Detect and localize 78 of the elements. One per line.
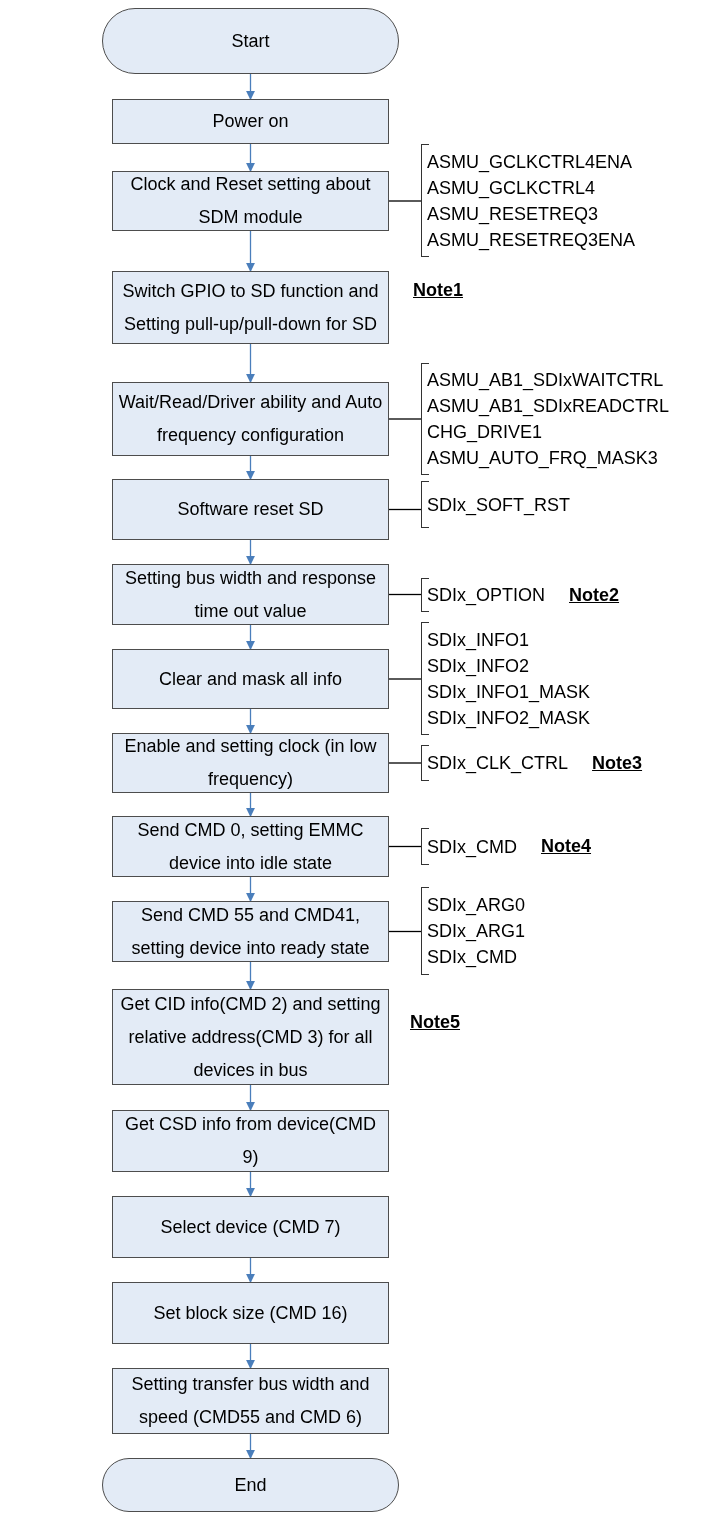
leader-line — [388, 418, 422, 420]
register-name: ASMU_AB1_SDIxWAITCTRL — [427, 369, 665, 393]
register-name: SDIx_INFO2_MASK — [427, 706, 591, 731]
process-box — [112, 1196, 389, 1258]
arrow — [246, 1171, 255, 1197]
note-reference: Note3 — [592, 751, 643, 775]
note-reference: Note4 — [541, 835, 592, 858]
register-name: ASMU_GCLKCTRL4 — [427, 176, 597, 201]
step-label: Enable and setting clock (in low frequency) — [123, 735, 378, 791]
step-label: Setting transfer bus width and speed (CMD55 and CMD 6) — [130, 1373, 371, 1429]
arrow — [246, 961, 255, 990]
process-box — [112, 816, 389, 877]
leader-line — [388, 593, 422, 596]
step-label: End — [234, 1473, 267, 1497]
register-name: ASMU_RESETREQ3 — [427, 202, 600, 227]
register-name: ASMU_AUTO_FRQ_MASK3 — [427, 447, 659, 471]
step-label: Setting bus width and response time out value — [123, 566, 378, 623]
arrow — [246, 708, 255, 734]
register-name: SDIx_INFO1 — [427, 628, 531, 653]
register-name: SDIx_CLK_CTRL — [427, 752, 569, 776]
arrow — [246, 624, 255, 650]
register-name: SDIx_ARG0 — [427, 894, 526, 918]
register-name: ASMU_GCLKCTRL4ENA — [427, 150, 634, 175]
register-name: SDIx_OPTION — [427, 584, 546, 608]
arrow — [246, 1257, 255, 1283]
arrow — [246, 539, 255, 565]
arrow — [246, 343, 255, 383]
step-label: Send CMD 0, setting EMMC device into idle state — [136, 818, 365, 875]
terminal-shape — [102, 1458, 399, 1512]
step-label: Clear and mask all info — [158, 667, 343, 691]
arrow — [246, 143, 255, 172]
register-name: SDIx_CMD — [427, 835, 517, 860]
register-name: ASMU_RESETREQ3ENA — [427, 228, 636, 253]
register-name: SDIx_ARG1 — [427, 920, 526, 944]
arrow — [246, 876, 255, 902]
step-label: Get CSD info from device(CMD 9) — [123, 1113, 378, 1169]
process-box — [112, 1282, 389, 1344]
note-reference: Note1 — [413, 279, 463, 302]
register-name: SDIx_CMD — [427, 946, 518, 970]
arrow — [246, 1343, 255, 1369]
leader-line — [388, 845, 422, 848]
step-label: Switch GPIO to SD function and Setting pull-up/pull-down for SD — [121, 279, 380, 336]
arrow — [246, 1433, 255, 1459]
process-box — [112, 1368, 389, 1434]
arrow — [246, 73, 255, 100]
note-reference: Note2 — [569, 583, 620, 607]
leader-line — [388, 678, 422, 680]
step-label: Clock and Reset setting about SDM module — [129, 173, 372, 229]
process-box — [112, 171, 389, 231]
step-label: Set block size (CMD 16) — [153, 1301, 348, 1325]
leader-line — [388, 930, 422, 933]
register-name: ASMU_AB1_SDIxREADCTRL — [427, 395, 670, 419]
step-label: Send CMD 55 and CMD41, setting device into ready state — [130, 903, 371, 960]
process-box — [112, 901, 389, 962]
process-box — [112, 649, 389, 709]
process-box — [112, 479, 389, 540]
step-label: Start — [231, 29, 270, 53]
arrow — [246, 455, 255, 480]
arrow — [246, 792, 255, 817]
arrow — [246, 1084, 255, 1111]
arrow — [246, 230, 255, 272]
step-label: Software reset SD — [177, 498, 324, 521]
register-name: CHG_DRIVE1 — [427, 421, 544, 445]
step-label: Power on — [212, 110, 289, 133]
process-box — [112, 1110, 389, 1172]
leader-line — [388, 200, 422, 202]
process-box — [112, 99, 389, 144]
process-box — [112, 271, 389, 344]
process-box — [112, 382, 389, 456]
register-name: SDIx_INFO2 — [427, 654, 531, 679]
note-reference: Note5 — [410, 1011, 460, 1034]
leader-line — [388, 762, 422, 764]
step-label: Get CID info(CMD 2) and setting relative address(CMD 3) for all devices in bus — [119, 992, 382, 1082]
register-name: SDIx_INFO1_MASK — [427, 680, 591, 705]
register-name: SDIx_SOFT_RST — [427, 493, 571, 518]
step-label: Wait/Read/Driver ability and Auto frequency configuration — [117, 391, 384, 447]
leader-line — [388, 508, 422, 511]
step-label: Select device (CMD 7) — [160, 1215, 341, 1239]
